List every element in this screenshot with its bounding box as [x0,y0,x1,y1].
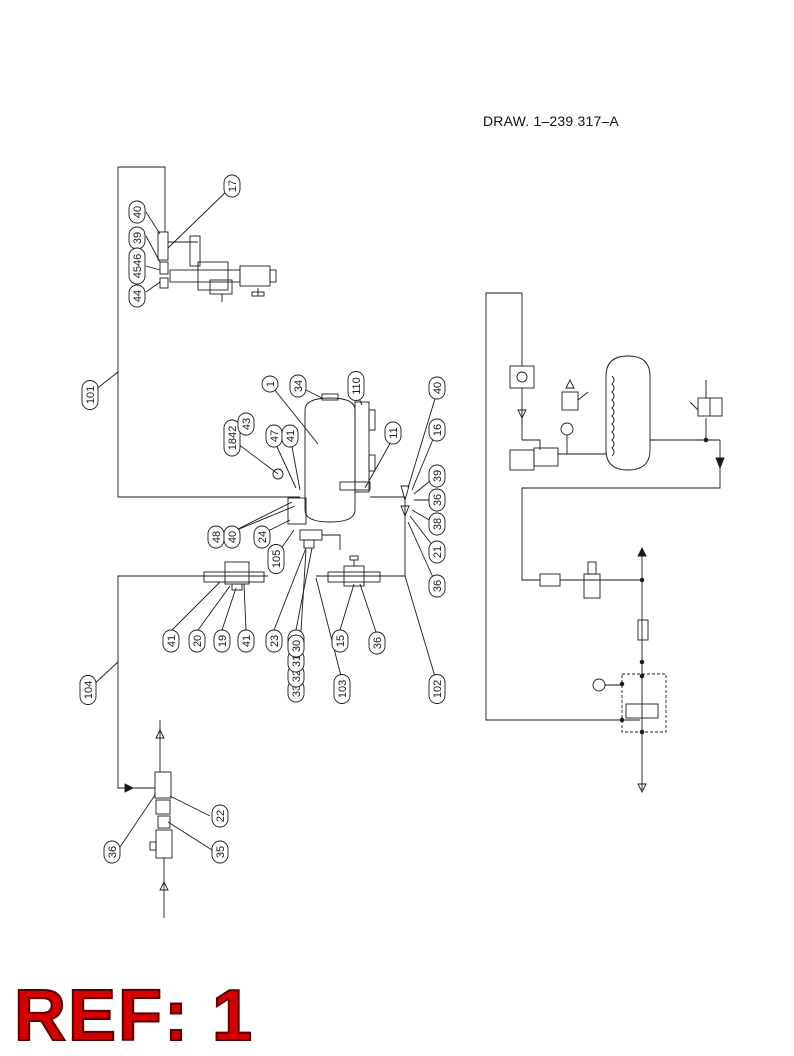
balloon-11: 11 [384,421,402,445]
balloon-44: 44 [128,284,146,308]
balloon-1842: 1842 [223,419,241,457]
balloon-35: 35 [211,840,229,864]
balloon-text: 4546 [132,254,144,278]
tank-gauge-icon [272,468,284,480]
balloon-41: 41 [162,629,180,653]
balloon-text: 48 [211,531,223,543]
balloon-text: 33 [291,685,303,697]
balloon-text: 105 [271,550,283,568]
balloon-text: 36 [432,494,444,506]
balloon-16: 16 [428,418,446,442]
balloon-text: 36 [107,846,119,858]
balloon-101: 101 [81,380,99,410]
balloon-text: 21 [432,546,444,558]
top-fitting [157,231,169,261]
balloon-text: 15 [335,635,347,647]
pneumatic-schematic [485,292,725,794]
balloon-15: 15 [331,629,349,653]
balloon-text: 110 [351,377,363,395]
balloon-36: 36 [428,488,446,512]
balloon-40: 40 [223,525,241,549]
balloon-text: 41 [166,635,178,647]
balloon-105: 105 [267,544,285,574]
balloon-text: 30 [291,640,303,652]
balloon-text: 38 [432,518,444,530]
balloon-text: 101 [85,386,97,404]
balloon-text: 16 [432,424,444,436]
air-tank [304,397,356,523]
balloon-text: 41 [241,635,253,647]
reference-label: REF: 1 [13,976,255,1056]
balloon-110: 110 [347,371,365,401]
balloon-text: 35 [215,846,227,858]
balloon-48: 48 [207,525,225,549]
pipe-104 [117,575,405,789]
balloon-20: 20 [188,629,206,653]
balloon-text: 20 [192,635,204,647]
balloon-38: 38 [428,512,446,536]
balloon-text: 39 [432,470,444,482]
balloon-17: 17 [223,174,241,198]
balloon-text: 102 [432,680,444,698]
balloon-text: 23 [269,635,281,647]
balloon-36: 36 [428,574,446,598]
balloon-text: 22 [215,810,227,822]
balloon-19: 19 [213,629,231,653]
balloon-4546: 4546 [128,247,146,285]
balloon-24: 24 [253,525,271,549]
balloon-43: 43 [237,412,255,436]
balloon-text: 1 [265,381,277,387]
balloon-102: 102 [428,674,446,704]
balloon-text: 1842 [227,426,239,450]
balloon-text: 19 [217,635,229,647]
balloon-23: 23 [265,629,283,653]
balloon-34: 34 [289,374,307,398]
balloon-text: 34 [293,380,305,392]
balloon-1: 1 [261,375,279,393]
bottom-unit [154,771,172,799]
balloon-30: 30 [287,634,305,658]
balloon-40: 40 [128,200,146,224]
balloon-36: 36 [368,631,386,655]
balloon-text: 24 [257,531,269,543]
balloon-40: 40 [428,376,446,400]
balloon-text: 40 [227,531,239,543]
balloon-text: 31 [291,655,303,667]
balloon-47: 47 [265,424,283,448]
balloon-text: 47 [269,430,281,442]
balloon-text: 41 [285,430,297,442]
balloon-text: 104 [83,681,95,699]
balloon-text: 40 [432,382,444,394]
balloon-text: 32 [291,670,303,682]
balloon-text: 40 [132,206,144,218]
balloon-text: 17 [227,180,239,192]
balloon-39: 39 [428,464,446,488]
pipe-101 [117,166,300,498]
balloon-36: 36 [103,840,121,864]
balloon-103: 103 [333,674,351,704]
balloon-text: 36 [432,580,444,592]
balloon-41: 41 [281,424,299,448]
balloon-39: 39 [128,226,146,250]
balloon-text: 103 [337,680,349,698]
balloon-text: 11 [388,427,400,438]
balloon-41: 41 [237,629,255,653]
balloon-text: 39 [132,232,144,244]
balloon-text: 43 [241,418,253,430]
balloon-21: 21 [428,540,446,564]
drawing-number: DRAW. 1–239 317–A [483,113,619,129]
balloon-labels: 17 40 39 4546 44 101 1 34 110 40 11 16 39 36 38 21 36 184… [79,174,446,864]
balloon-text: 44 [132,290,144,302]
balloon-22: 22 [211,804,229,828]
balloon-text: 36 [372,637,384,649]
balloon-104: 104 [79,675,97,705]
